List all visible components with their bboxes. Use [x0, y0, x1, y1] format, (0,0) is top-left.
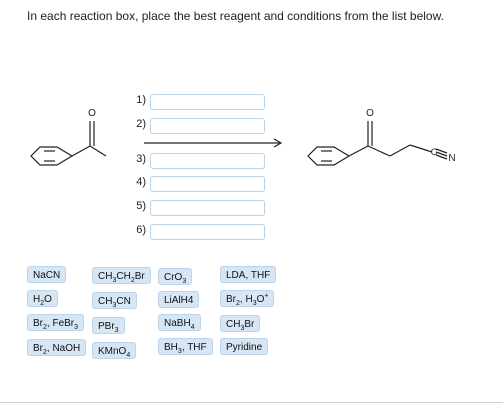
reagent-text-part: 2: [43, 324, 47, 331]
reagent-text-part: 2: [43, 349, 47, 356]
question-prompt: In each reaction box, place the best rea…: [27, 9, 444, 23]
reagent-text-part: , NaOH: [46, 343, 81, 354]
reagent-text-part: 3: [177, 348, 182, 355]
step-number: 3): [136, 153, 146, 165]
reagent-chip-pbr3[interactable]: PBr3: [92, 317, 125, 334]
product-carbon-label: C: [431, 147, 438, 157]
reagent-chip-h2o[interactable]: H2O: [27, 290, 58, 307]
reagent-text-part: Br: [226, 294, 236, 305]
reagent-text-part: Pyridine: [226, 342, 263, 353]
reactant-methyl-bond: [89, 145, 107, 157]
product-nitrile-bond: [435, 154, 448, 160]
reagent-chip-bh3-thf[interactable]: BH3, THF: [158, 338, 213, 355]
product-oxygen-label: O: [366, 108, 374, 119]
drop-slot-step-4[interactable]: [150, 176, 265, 192]
reagent-text-part: CrO: [164, 272, 183, 283]
product-chain-bond: [367, 145, 391, 157]
reagent-text-part: 3: [252, 300, 257, 307]
reagent-text-part: LDA, THF: [226, 270, 271, 281]
reagent-text-part: 4: [190, 324, 195, 331]
step-number: 5): [136, 200, 146, 212]
reactant-structure: [30, 121, 107, 166]
reagent-chip-ch3ch2br[interactable]: CH3CH2Br: [92, 267, 151, 284]
reagent-text-part: CH: [98, 296, 113, 307]
reaction-scheme: O O C N: [30, 108, 456, 166]
reagent-text-part: 2: [40, 300, 45, 307]
reagent-text-part: CH: [226, 319, 241, 330]
reaction-arrowhead: [273, 138, 283, 148]
product-structure: [307, 121, 448, 166]
reagent-text-part: 3: [112, 277, 117, 284]
reagent-text-part: CH: [116, 271, 131, 282]
reagent-text-part: 3: [112, 302, 117, 309]
reagent-text-part: 3: [182, 278, 187, 285]
product-chain-bond: [409, 144, 433, 153]
reagent-text-part: O: [44, 294, 52, 305]
reagent-chip-ch3cn[interactable]: CH3CN: [92, 292, 137, 309]
reagent-chip-lda-thf[interactable]: LDA, THF: [220, 266, 277, 283]
product-bond: [348, 145, 369, 157]
reactant-oxygen-label: O: [88, 108, 96, 119]
drop-slot-step-3[interactable]: [150, 153, 265, 169]
reagent-text-part: , FeBr: [46, 318, 75, 329]
reagent-text-part: 4: [126, 352, 131, 359]
reagent-text-part: Br: [244, 319, 255, 330]
reagent-chip-br2-naoh[interactable]: Br2, NaOH: [27, 339, 87, 356]
reagent-text-part: , H: [239, 294, 253, 305]
reagent-text-part: KMnO: [98, 346, 127, 357]
reagent-chip-nacn[interactable]: NaCN: [27, 266, 67, 283]
reagent-text-part: , THF: [181, 342, 207, 353]
step-number: 6): [136, 224, 146, 236]
step-number: 4): [136, 176, 146, 188]
product-nitrogen-label: N: [448, 153, 455, 164]
reactant-bond: [71, 145, 91, 157]
reagent-text-part: NaCN: [33, 270, 61, 281]
reagent-text-part: 2: [236, 300, 240, 307]
product-nitrile-bond: [435, 151, 448, 157]
reagent-chip-pyridine[interactable]: Pyridine: [220, 338, 269, 355]
reagent-text-part: CH: [98, 271, 113, 282]
drop-slot-step-6[interactable]: [150, 224, 265, 240]
reagent-text-part: O: [256, 294, 265, 305]
reagent-chip-cro3[interactable]: CrO3: [158, 268, 193, 285]
reagent-text-part: NaBH: [164, 318, 191, 329]
product-benzene-ring: [307, 146, 351, 166]
reagent-text-part: BH: [164, 342, 178, 353]
step-number: 2): [136, 118, 146, 130]
reagent-chip-br2-febr3[interactable]: Br2, FeBr3: [27, 314, 85, 331]
reagent-text-part: CN: [116, 296, 131, 307]
reagent-text-part: Br: [33, 318, 43, 329]
bottom-divider: [0, 402, 503, 403]
reagent-chip-kmno4[interactable]: KMnO4: [92, 342, 137, 359]
reagent-text-part: LiAlH4: [164, 295, 194, 306]
reactant-benzene-ring: [30, 146, 74, 166]
drop-slot-step-2[interactable]: [150, 118, 265, 134]
reagent-text-part: 3: [240, 325, 245, 332]
reagent-text-part: Br: [134, 271, 145, 282]
reagent-text-part: +: [264, 292, 269, 300]
reagent-text-part: 3: [114, 327, 119, 334]
reagent-text-part: Br: [33, 343, 43, 354]
drop-slot-step-1[interactable]: [150, 94, 265, 110]
reagent-chip-nabh4[interactable]: NaBH4: [158, 314, 201, 331]
reagent-chip-ch3br[interactable]: CH3Br: [220, 315, 261, 332]
drop-slot-step-5[interactable]: [150, 200, 265, 216]
reagent-text-part: 3: [74, 324, 79, 331]
reagent-text-part: H: [33, 294, 41, 305]
reagent-chip-br2-h3o[interactable]: Br2, H3O+: [220, 290, 275, 307]
product-chain-bond: [389, 144, 411, 157]
product-nitrile-bond: [435, 148, 448, 154]
reagent-chip-lialh4[interactable]: LiAlH4: [158, 291, 200, 308]
reagent-text-part: 2: [130, 277, 135, 284]
step-number: 1): [136, 94, 146, 106]
reagent-text-part: PBr: [98, 321, 115, 332]
